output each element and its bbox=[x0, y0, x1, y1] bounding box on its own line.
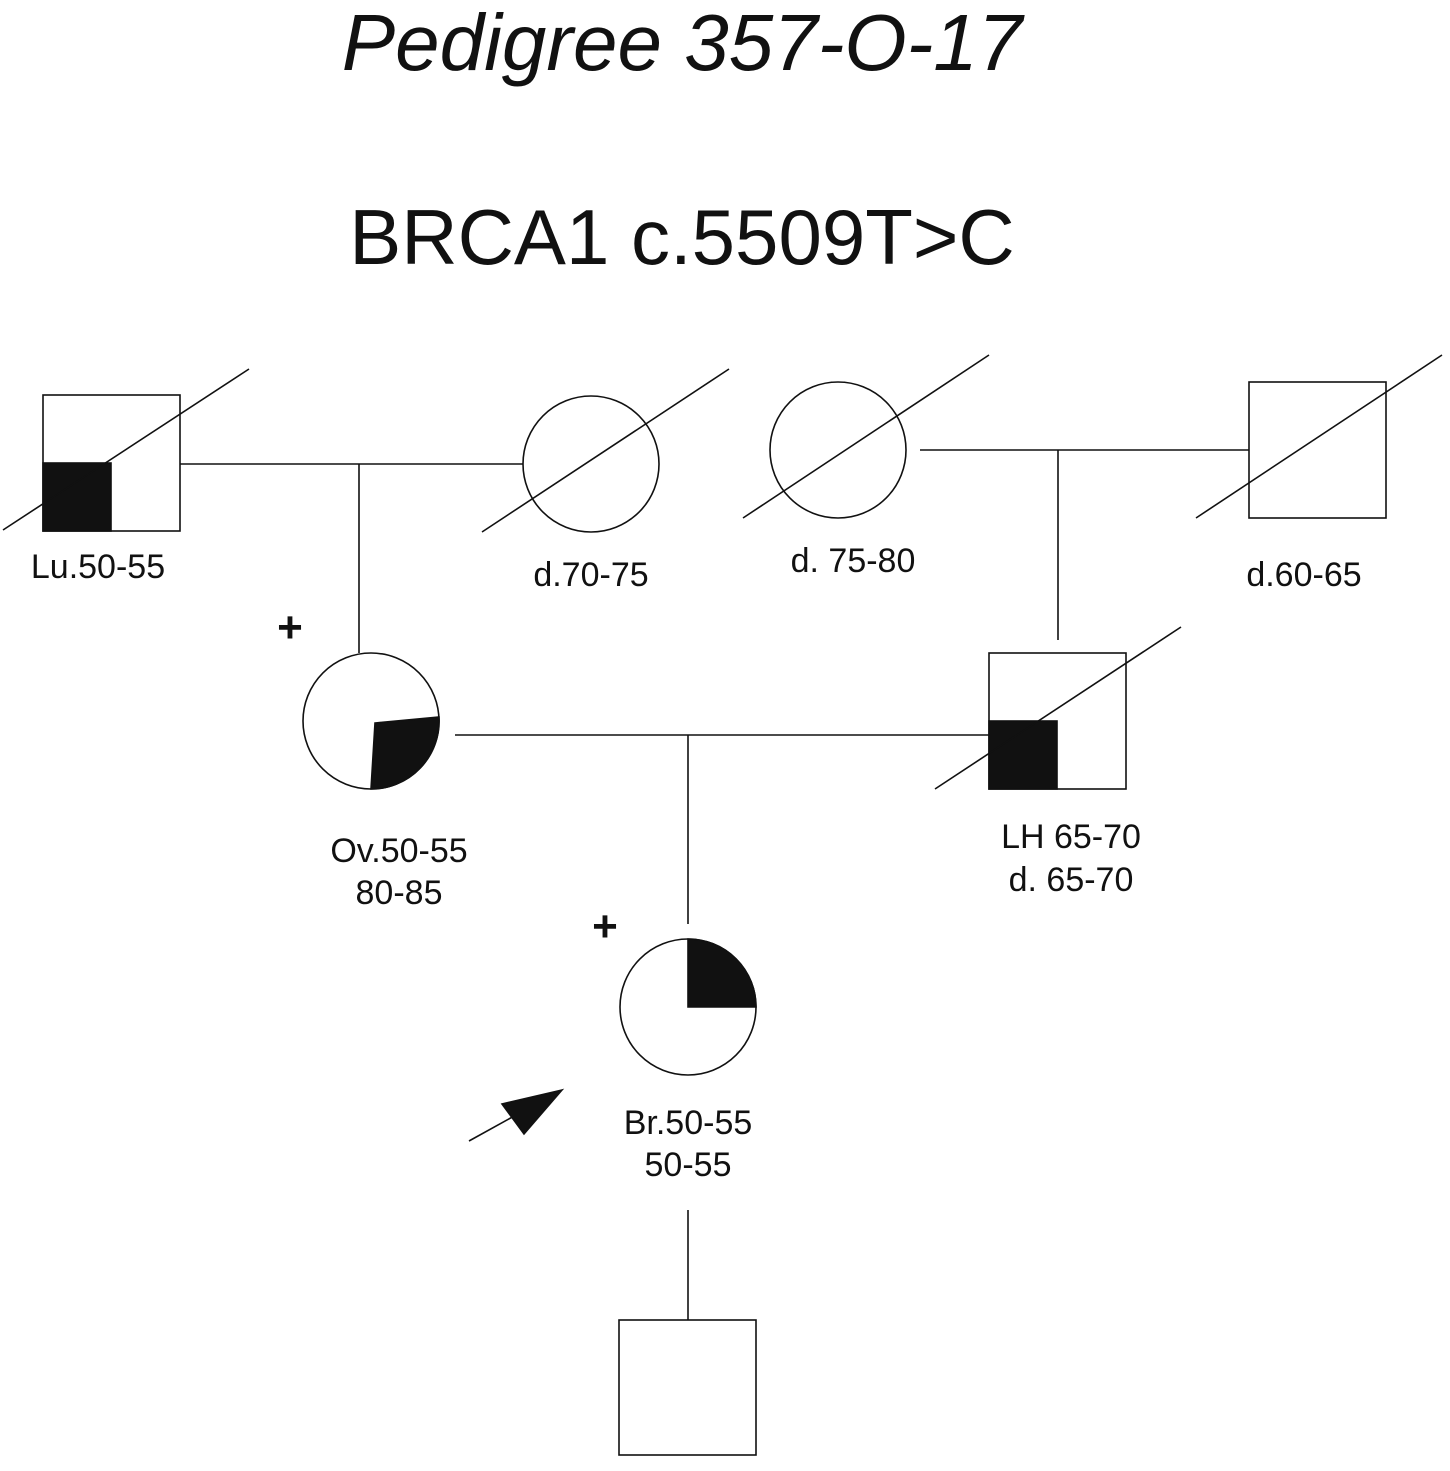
label-proband-line1: Br.50-55 bbox=[624, 1104, 753, 1142]
label-proband-line2: 50-55 bbox=[645, 1146, 732, 1184]
carrier-mark-mother: + bbox=[277, 603, 303, 652]
relationship-lines bbox=[180, 449, 1249, 1320]
individual-paternal-grandfather[interactable] bbox=[2, 368, 250, 532]
proband-arrow-head bbox=[500, 1088, 565, 1136]
deceased-slash bbox=[2, 368, 250, 531]
individual-paternal-grandmother[interactable] bbox=[481, 368, 730, 533]
individual-maternal-grandmother[interactable] bbox=[742, 354, 990, 519]
individual-maternal-grandfather[interactable] bbox=[1195, 354, 1443, 519]
individual-son[interactable] bbox=[618, 1319, 757, 1456]
label-mother-line1: Ov.50-55 bbox=[330, 832, 467, 870]
label-paternal-grandmother: d.70-75 bbox=[533, 556, 648, 594]
individual-proband[interactable] bbox=[619, 938, 757, 1076]
affected-quadrant bbox=[988, 720, 1058, 790]
label-father-line2: d. 65-70 bbox=[1009, 861, 1134, 899]
male-symbol bbox=[618, 1319, 757, 1456]
diagram-subtitle: BRCA1 c.5509T>C bbox=[349, 193, 1014, 281]
female-symbol bbox=[522, 395, 660, 533]
individual-mother[interactable] bbox=[302, 652, 440, 790]
label-maternal-grandmother: d. 75-80 bbox=[791, 542, 916, 580]
female-symbol bbox=[769, 381, 907, 519]
carrier-mark-proband: + bbox=[592, 902, 618, 951]
affected-quadrant bbox=[687, 938, 757, 1008]
affected-quadrant bbox=[370, 716, 440, 790]
label-maternal-grandfather: d.60-65 bbox=[1246, 556, 1361, 594]
individual-father[interactable] bbox=[934, 626, 1182, 790]
label-father-line1: LH 65-70 bbox=[1001, 818, 1141, 856]
label-paternal-grandfather: Lu.50-55 bbox=[31, 548, 165, 586]
deceased-slash bbox=[481, 368, 730, 533]
deceased-slash bbox=[934, 626, 1182, 790]
diagram-title: Pedigree 357-O-17 bbox=[342, 0, 1025, 87]
proband-arrow-icon bbox=[468, 1088, 565, 1142]
deceased-slash bbox=[742, 354, 990, 519]
label-mother-line2: 80-85 bbox=[356, 874, 443, 912]
deceased-slash bbox=[1195, 354, 1443, 519]
male-symbol bbox=[1248, 381, 1387, 519]
